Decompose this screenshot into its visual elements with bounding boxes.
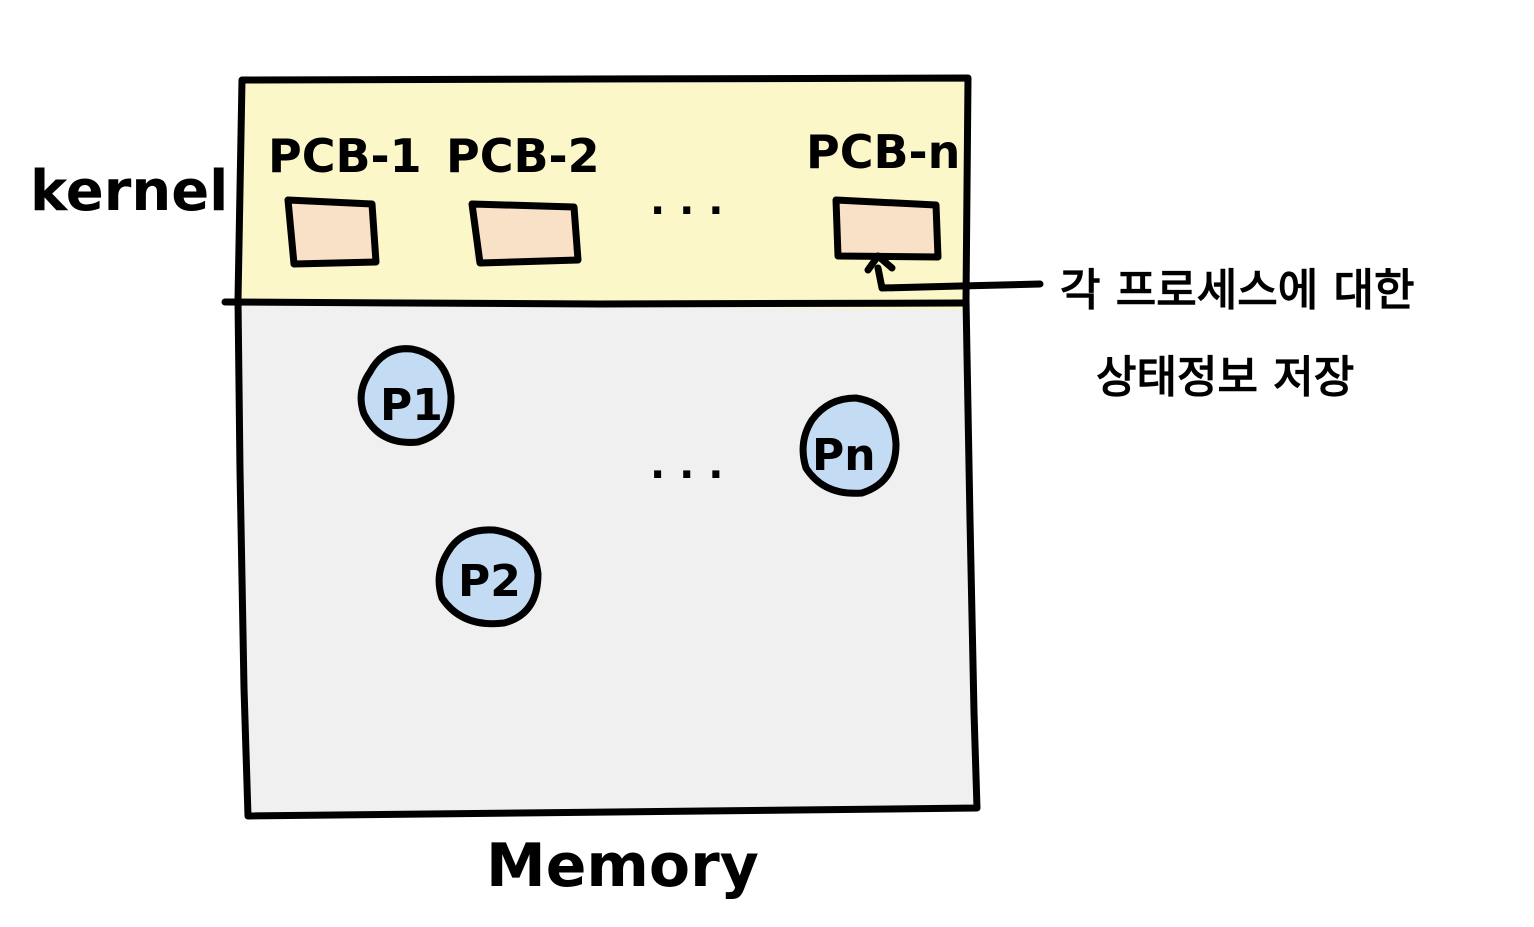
user-space-region (238, 302, 976, 816)
annotation-line-1: 각 프로세스에 대한 (1060, 265, 1414, 316)
memory-border (234, 74, 981, 820)
process-circle-n: Pn (799, 394, 900, 497)
annotation-arrow (864, 252, 1044, 292)
pcb-box-n (832, 196, 942, 261)
pcb-ellipsis: . . . (650, 178, 723, 224)
process-label-2: P2 (458, 556, 521, 607)
process-label-n: Pn (812, 430, 876, 481)
kernel-divider (221, 298, 966, 308)
pcb-label-1: PCB-1 (268, 129, 422, 183)
pcb-label-n: PCB-n (806, 125, 960, 179)
memory-label: Memory (486, 831, 759, 901)
pcb-label-2: PCB-2 (446, 129, 600, 183)
process-circle-2: P2 (435, 526, 542, 628)
pcb-box-2 (468, 200, 582, 267)
process-label-1: P1 (380, 380, 443, 431)
process-ellipsis: . . . (650, 442, 723, 488)
kernel-label: kernel (30, 159, 228, 224)
pcb-box-1 (284, 196, 380, 268)
kernel-region (238, 78, 968, 310)
process-circle-1: P1 (357, 345, 455, 446)
annotation-line-2: 상태정보 저장 (1096, 352, 1354, 403)
